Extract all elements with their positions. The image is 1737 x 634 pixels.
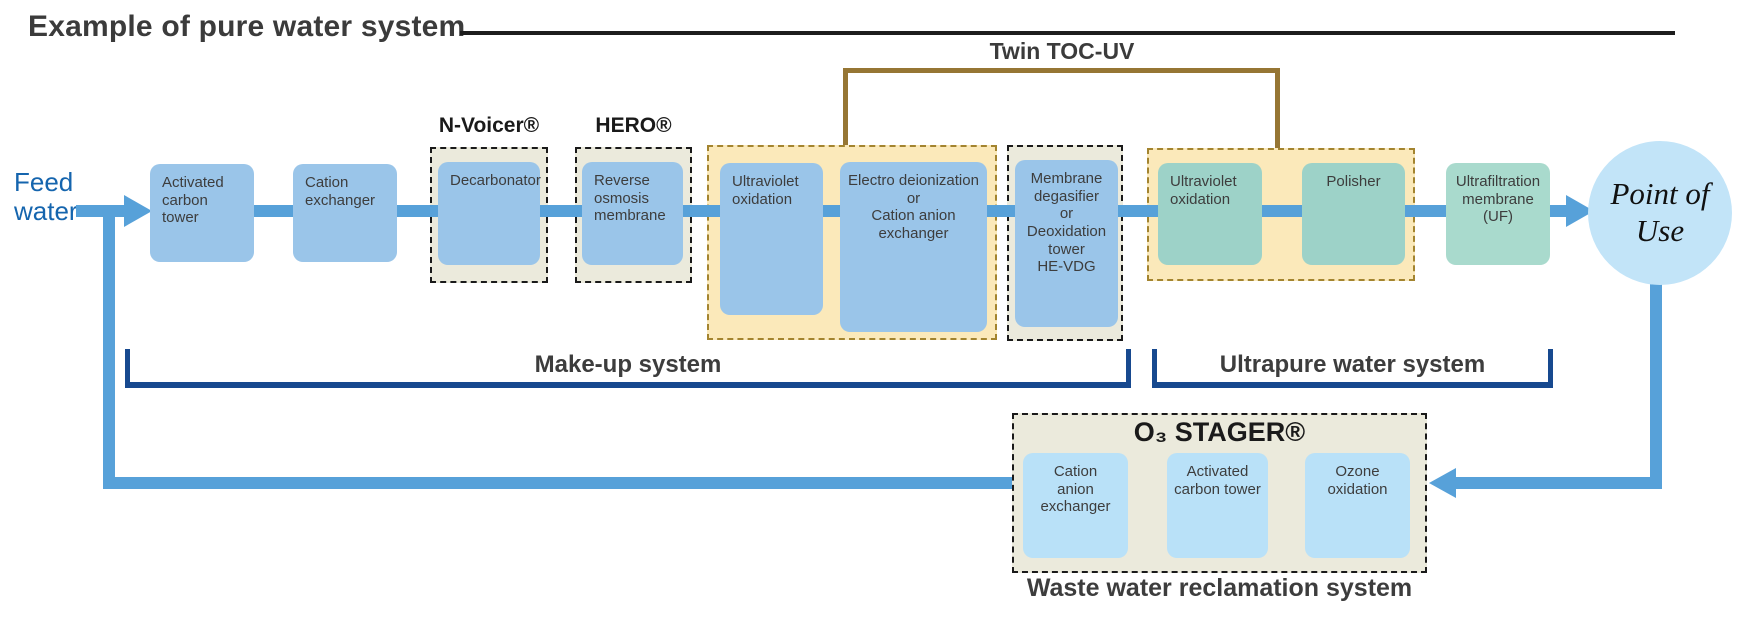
waste-water-reclamation-label: Waste water reclamation system <box>1026 574 1413 602</box>
hero-label: HERO® <box>595 114 672 137</box>
feed-water-label: Feed water <box>14 167 78 227</box>
process-box-activated-carbon-tower-2: Activated carbon tower <box>1167 453 1268 558</box>
twin-toc-uv-bracket-left <box>843 68 848 145</box>
process-box-reverse-osmosis: Reverse osmosis membrane <box>582 162 683 265</box>
process-box-decarbonator: Decarbonator <box>438 162 541 265</box>
ultrapure-bracket-left-tick <box>1152 349 1157 388</box>
title-rule <box>460 31 1675 35</box>
makeup-system-label: Make-up system <box>534 351 722 378</box>
makeup-bracket-right-tick <box>1126 349 1131 388</box>
process-box-ultrafiltration: Ultrafiltration membrane (UF) <box>1446 163 1550 265</box>
n-voicer-label: N-Voicer® <box>438 114 540 137</box>
connector-3 <box>540 205 582 217</box>
process-box-activated-carbon-tower: Activated carbon tower <box>150 164 254 262</box>
ultrapure-system-label: Ultrapure water system <box>1219 351 1486 378</box>
process-box-cation-exchanger: Cation exchanger <box>293 164 397 262</box>
twin-toc-uv-bracket-top <box>843 68 1280 73</box>
connector-2 <box>397 205 438 217</box>
return-arrowhead-into-o3 <box>1429 468 1456 498</box>
return-line-bottom-left <box>103 477 1012 489</box>
feed-line <box>76 205 126 217</box>
process-box-uv-oxidation-2: Ultraviolet oxidation <box>1158 163 1262 265</box>
connector-6 <box>987 205 1015 217</box>
ultrapure-bracket-right-tick <box>1548 349 1553 388</box>
point-of-use-circle: Point of Use <box>1588 141 1732 285</box>
connector-5 <box>823 205 840 217</box>
o3-stager-label: O₃ STAGER® <box>1133 417 1306 447</box>
page-title: Example of pure water system <box>28 10 466 43</box>
connector-9 <box>1405 205 1446 217</box>
return-line-bottom-right <box>1453 477 1662 489</box>
makeup-bracket-left-tick <box>125 349 130 388</box>
process-box-polisher: Polisher <box>1302 163 1405 265</box>
connector-7 <box>1118 205 1158 217</box>
connector-4 <box>683 205 720 217</box>
return-line-right-vertical <box>1650 278 1662 489</box>
process-box-cation-anion-exchanger: Cation anion exchanger <box>1023 453 1128 558</box>
twin-toc-uv-label: Twin TOC-UV <box>989 38 1135 64</box>
return-line-left-vertical <box>103 206 115 489</box>
process-box-uv-oxidation-1: Ultraviolet oxidation <box>720 163 823 315</box>
connector-10 <box>1550 205 1570 217</box>
process-box-electro-deionization: Electro deionization or Cation anion exc… <box>840 162 987 332</box>
process-box-ozone-oxidation: Ozone oxidation <box>1305 453 1410 558</box>
feed-arrowhead <box>124 195 152 227</box>
connector-8 <box>1262 205 1302 217</box>
ultrapure-bracket-bottom <box>1152 382 1553 388</box>
twin-toc-uv-bracket-right <box>1275 68 1280 148</box>
makeup-bracket-bottom <box>125 382 1131 388</box>
process-box-membrane-degasifier: Membrane degasifier or Deoxidation tower… <box>1015 160 1118 327</box>
connector-1 <box>254 205 293 217</box>
